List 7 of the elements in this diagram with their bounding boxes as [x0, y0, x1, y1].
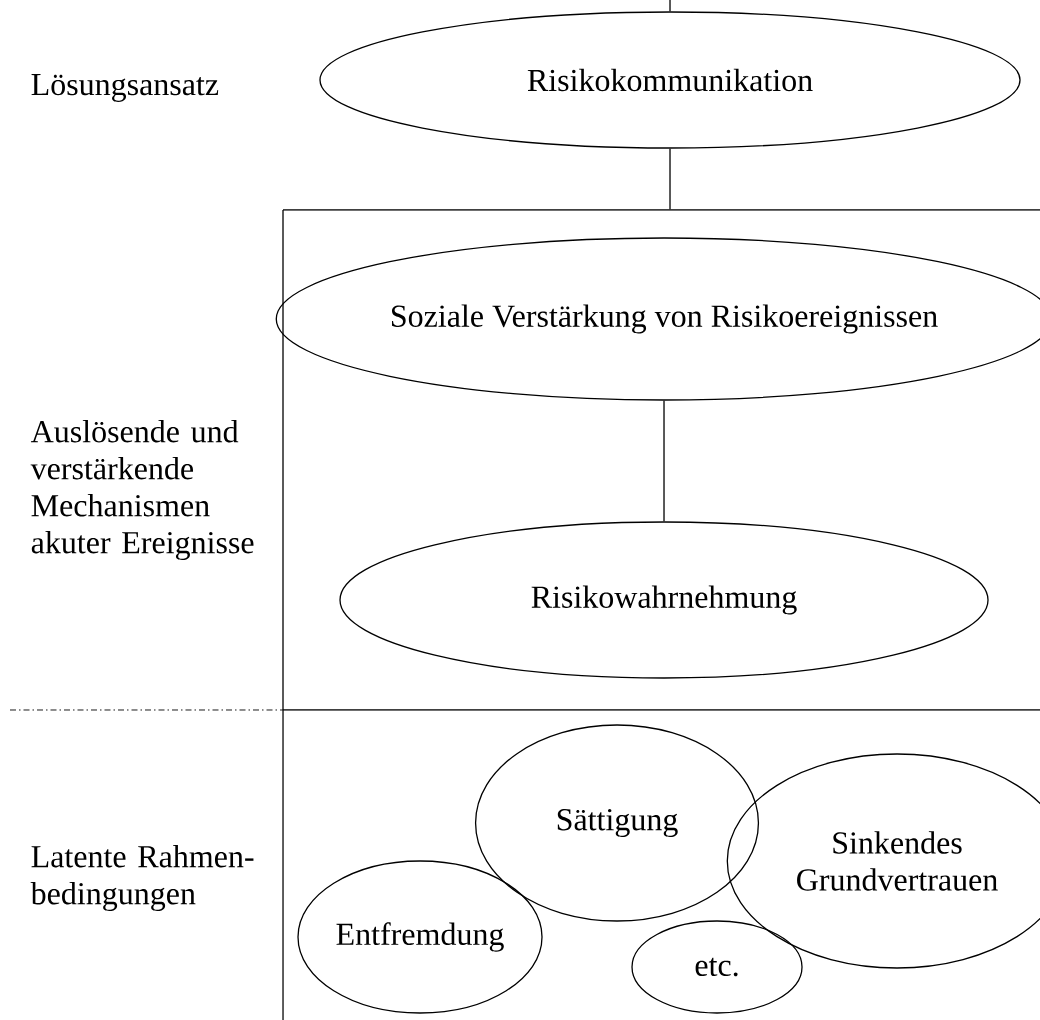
row-label: Latente Rahmen- bedingungen: [30, 844, 254, 912]
row-label: Auslösende und verstärkende Mechanismen akuter Ereignisse: [30, 419, 254, 561]
connector-line: [669, 148, 671, 210]
connector-line: [669, 0, 671, 12]
row-label: Lösungsansatz: [31, 74, 219, 102]
panel-frame: [282, 209, 1040, 711]
connector-line: [663, 400, 665, 522]
